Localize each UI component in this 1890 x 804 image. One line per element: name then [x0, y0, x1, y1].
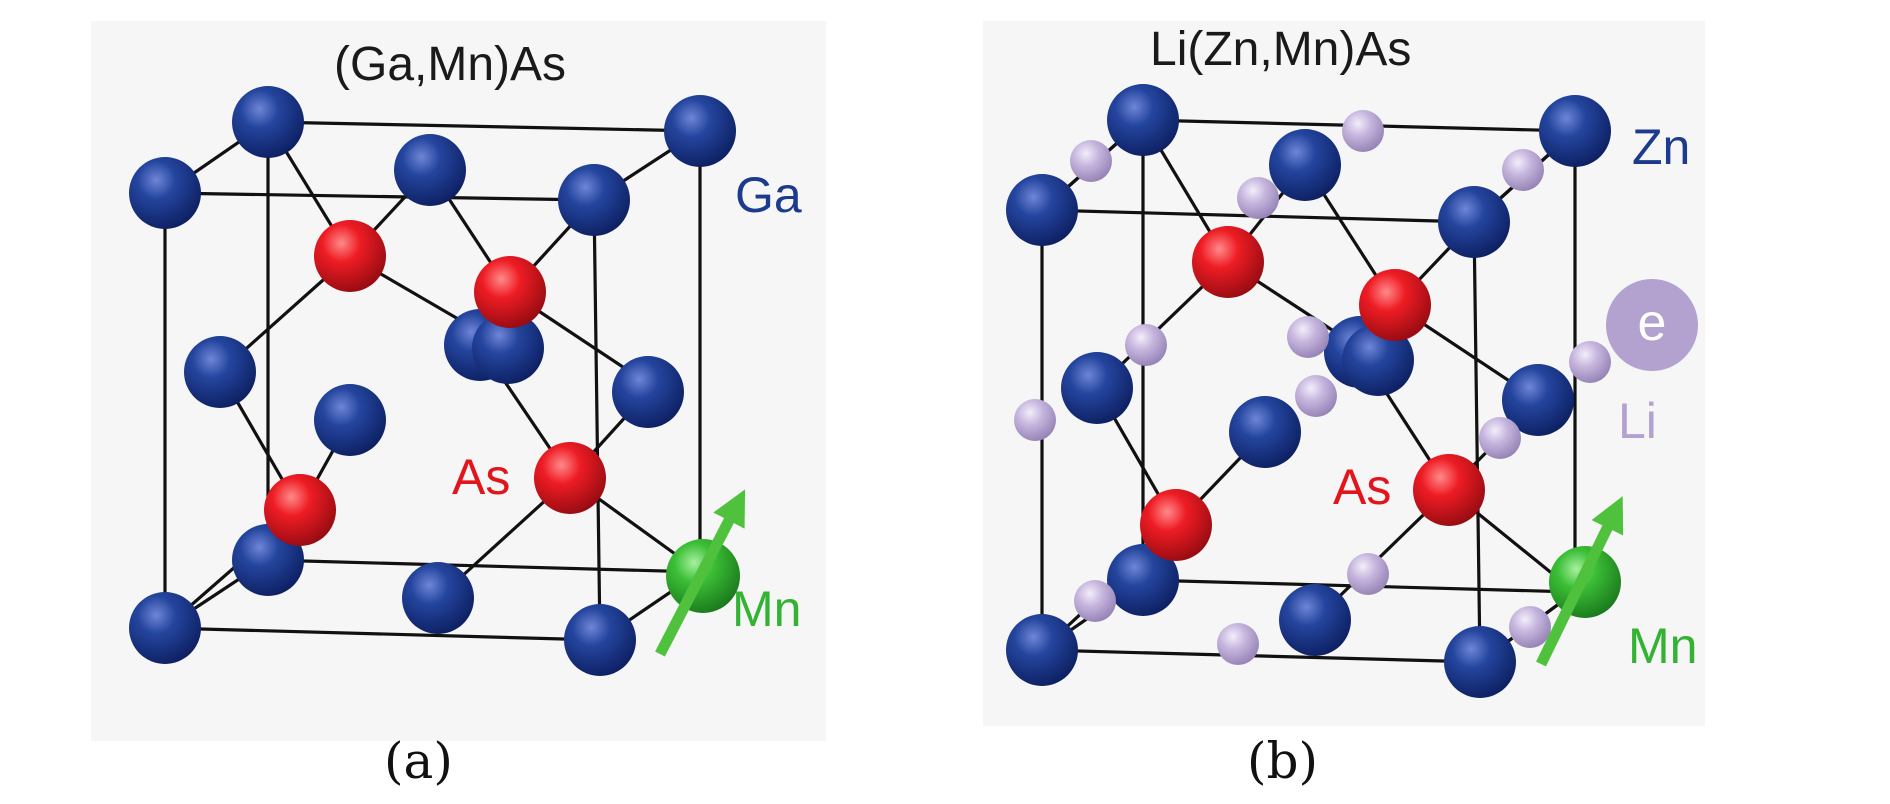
panel-a-title: (Ga,Mn)As: [334, 38, 567, 91]
ga-atom: [314, 384, 386, 456]
zn-atom: [1006, 174, 1078, 246]
li-atom: [1014, 399, 1056, 441]
zn-atom: [1061, 352, 1133, 424]
cell-edge-a: [267, 120, 701, 133]
ga-atom: [612, 356, 684, 428]
as-atom: [474, 256, 546, 328]
zn-atom: [1107, 84, 1179, 156]
li-atom: [1070, 140, 1112, 182]
li-atom: [1074, 580, 1116, 622]
zn-atom: [1006, 614, 1078, 686]
cell-edge-a: [164, 626, 601, 642]
as-atom: [534, 442, 606, 514]
cell-edge-a: [267, 558, 701, 574]
ga-atom: [564, 604, 636, 676]
li-atom: [1125, 324, 1167, 366]
zn-label: Zn: [1632, 119, 1691, 175]
li-atom: [1569, 341, 1611, 383]
as-atom: [314, 220, 386, 292]
cell-edge-b: [1472, 221, 1482, 663]
caption-a: (a): [384, 732, 453, 790]
as-label-a: As: [452, 449, 511, 505]
ga-atom: [402, 562, 474, 634]
as-atom: [264, 474, 336, 546]
zn-atom: [1279, 584, 1351, 656]
ga-atom: [184, 336, 256, 408]
li-label: Li: [1618, 393, 1657, 449]
caption-b: (b): [1247, 732, 1319, 790]
li-atom: [1342, 110, 1384, 152]
cell-edge-a: [164, 191, 595, 202]
zn-atom: [1444, 626, 1516, 698]
zn-atom: [1107, 544, 1179, 616]
li-atom: [1295, 375, 1337, 417]
ga-label: Ga: [735, 167, 802, 223]
ga-atom: [232, 86, 304, 158]
electron-badge: e: [1606, 279, 1698, 371]
mn-label-b: Mn: [1628, 618, 1698, 674]
li-atom: [1237, 177, 1279, 219]
as-atom: [1192, 226, 1264, 298]
li-atom: [1502, 149, 1544, 191]
ga-atom: [394, 134, 466, 206]
ga-atom: [664, 95, 736, 167]
zn-atom: [1342, 324, 1414, 396]
zn-atom: [1229, 396, 1301, 468]
ga-atom: [129, 592, 201, 664]
zn-atom: [1539, 95, 1611, 167]
li-atom: [1217, 623, 1259, 665]
cell-edge-a: [592, 199, 602, 641]
li-atom: [1509, 606, 1551, 648]
spin-arrow-b: [1536, 496, 1624, 667]
cell-edge-b: [1041, 648, 1481, 664]
ga-atom: [472, 312, 544, 384]
li-atom: [1287, 316, 1329, 358]
ga-atom: [129, 157, 201, 229]
spin-arrow-a: [655, 489, 746, 657]
mn-label-a: Mn: [732, 581, 802, 637]
zn-atom: [1502, 364, 1574, 436]
as-label-b: As: [1333, 459, 1392, 515]
li-atom: [1479, 417, 1521, 459]
as-atom: [1140, 489, 1212, 561]
as-atom: [1413, 454, 1485, 526]
zn-atom: [1438, 186, 1510, 258]
zn-atom: [1269, 129, 1341, 201]
ga-atom: [558, 164, 630, 236]
panel-b-title: Li(Zn,Mn)As: [1150, 23, 1412, 76]
li-atom: [1347, 553, 1389, 595]
as-atom: [1359, 269, 1431, 341]
